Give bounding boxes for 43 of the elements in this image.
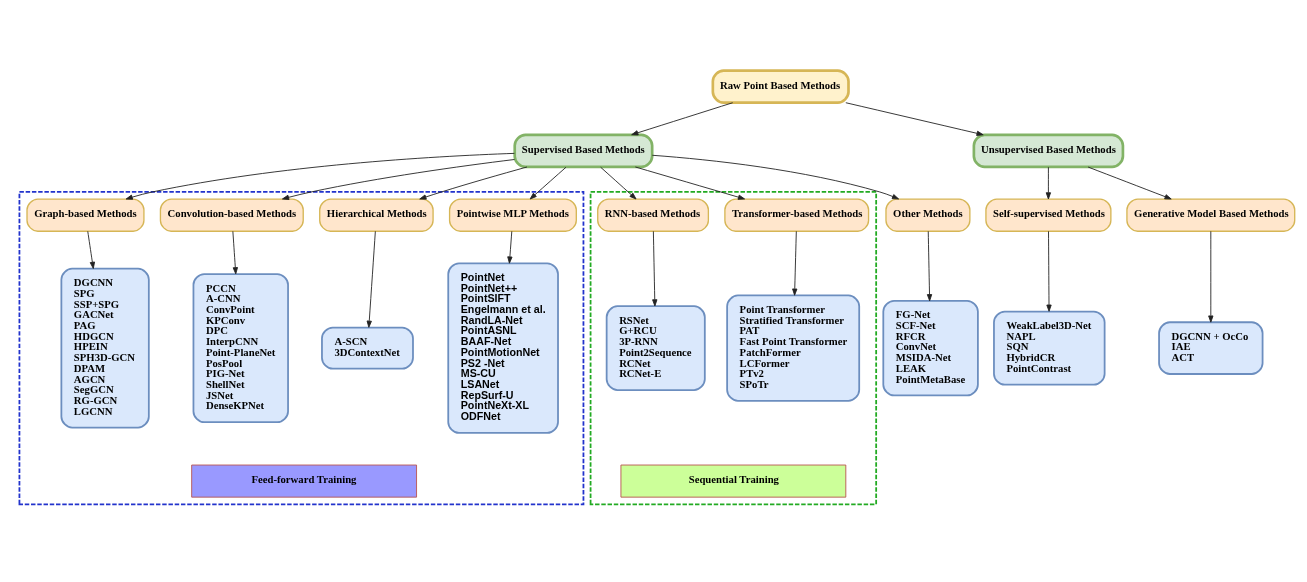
node-box: Self-supervised Methods [985,198,1112,232]
node-box: RNN-based Methods [597,198,710,232]
node-box: Supervised Based Methods [513,133,654,169]
node-box: FG-Net SCF-Net RFCR ConvNet MSIDA-Net LEAK PointMetaBase [882,299,979,397]
arrow [651,154,900,200]
arrow [282,159,515,200]
node-box: Unsupervised Based Methods [972,133,1125,169]
arrow [634,166,746,200]
arrow [366,230,376,328]
arrow [792,230,798,296]
node-box: Graph-based Methods [26,198,145,232]
node-box: RSNet G+RCU 3P-RNN Point2Sequence RCNet RCNet-E [605,305,706,391]
arrow [232,230,238,275]
node-box: Other Methods [885,198,971,232]
arrow [600,166,637,200]
arrow [125,152,515,200]
arrow [631,102,734,136]
arrow [1045,166,1052,200]
node-box: WeakLabel3D-Net NAPL SQN HybridCR PointContrast [993,310,1106,386]
node-box: Point Transformer Stratified Transformer PAT Fast Point Transformer PatchFormer LCFormer PTv2 SPoTr [726,294,861,402]
arrow [652,230,658,307]
node-box: PCCN A-CNN ConvPoint KPConv DPC InterpCNN Point-PlaneNet PosPool PIG-Net ShellNet JSNet DenseKPNet [192,273,289,424]
node-box: A-SCN 3DContextNet [321,326,414,370]
node-box: Hierarchical Methods [319,198,434,232]
arrow [1087,166,1172,200]
arrow [1046,230,1052,312]
arrow [845,102,984,136]
node-box: Transformer-based Methods [724,198,870,232]
node-box: Generative Model Based Methods [1126,198,1296,232]
node-box: PointNet PointNet++ PointSIFT Engelmann et al. RandLA-Net PointASNL BAAF-Net PointMotionNet PS2 -Net MS-CU LSANet RepSurf-U PointNeXt-XL ODFNet [447,262,559,434]
node-box: Pointwise MLP Methods [448,198,577,232]
arrow [87,230,95,269]
node-box: Convolution-based Methods [159,198,304,232]
arrow [419,166,528,200]
arrow [926,230,933,302]
arrow [529,166,567,200]
node-box: DGCNN + OcCo IAE ACT [1158,321,1264,375]
node-box: Sequential Training [620,464,847,498]
node-box: Feed-forward Training [191,464,417,498]
node-box: DGCNN SPG SSP+SPG GACNet PAG HDGCN HPEIN SPH3D-GCN DPAM AGCN SegGCN RG-GCN LGCNN [60,267,150,429]
arrow [507,230,513,264]
node-box: Raw Point Based Methods [711,69,850,105]
arrow [1208,230,1214,323]
